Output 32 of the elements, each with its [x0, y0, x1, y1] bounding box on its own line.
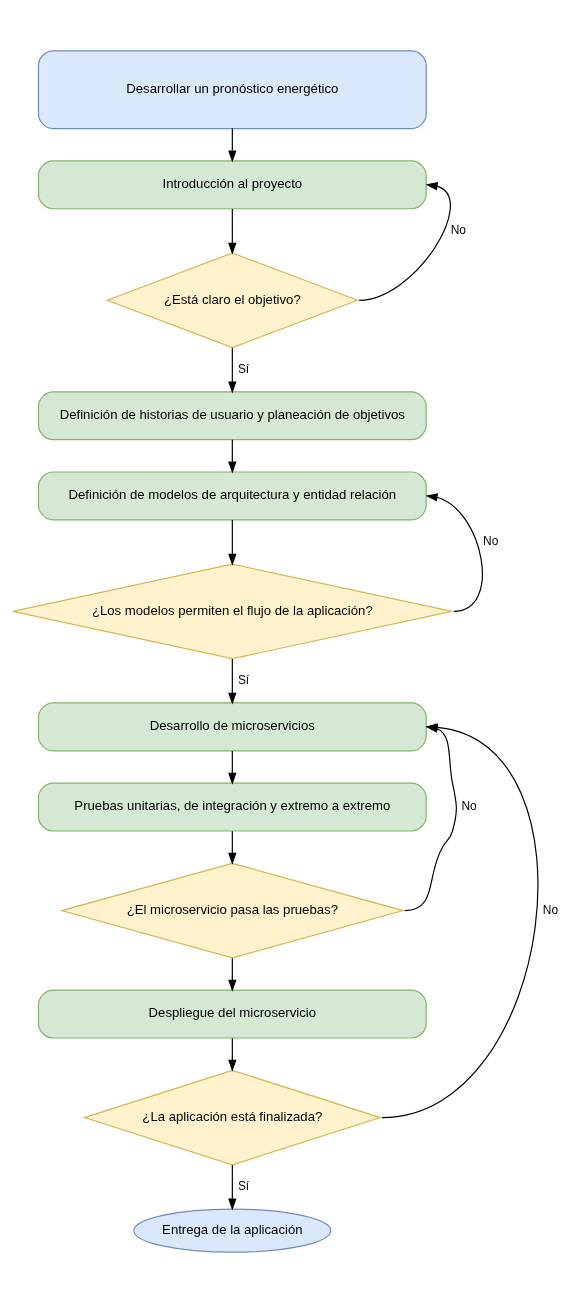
- node-ellipse: Entrega de la aplicación: [133, 1208, 332, 1253]
- arrow: [228, 1037, 237, 1072]
- arrow: [228, 957, 237, 992]
- edge-label: No: [542, 902, 559, 917]
- arrow: [425, 492, 483, 612]
- node-box: Desarrollar un pronóstico energético: [37, 49, 427, 129]
- edge-label: No: [450, 222, 466, 237]
- node-box: Despliegue del microservicio: [37, 989, 427, 1039]
- arrow: [228, 749, 237, 785]
- arrow: [228, 518, 237, 566]
- arrow: [228, 657, 237, 705]
- node-diamond: ¿Los modelos permiten el flujo de la aplicación?: [12, 563, 453, 659]
- arrow: [228, 127, 237, 162]
- edge-label: Sí: [237, 672, 250, 687]
- node-box: Introducción al proyecto: [37, 159, 427, 209]
- node-diamond: ¿La aplicación está finalizada?: [82, 1069, 383, 1165]
- node-diamond: ¿Está claro el objetivo?: [105, 251, 360, 348]
- node-box: Desarrollo de microservicios: [37, 701, 427, 751]
- edge-label: Sí: [237, 1178, 250, 1193]
- edge-label: No: [461, 798, 477, 813]
- node-box: Definición de historias de usuario y planeación de objetivos: [37, 390, 427, 440]
- node-box: Definición de modelos de arquitectura y entidad relación: [37, 470, 427, 520]
- arrow: [228, 830, 237, 865]
- edge-label: No: [483, 533, 499, 548]
- arrow: [228, 207, 237, 255]
- node-box: Pruebas unitarias, de integración y extremo a extremo: [37, 782, 427, 832]
- arrow: [228, 1164, 237, 1210]
- edge-label: Sí: [237, 361, 250, 376]
- arrow: [228, 438, 237, 474]
- node-diamond: ¿El microservicio pasa las pruebas?: [59, 862, 406, 958]
- arrow: [228, 346, 237, 393]
- arrow: [358, 181, 451, 301]
